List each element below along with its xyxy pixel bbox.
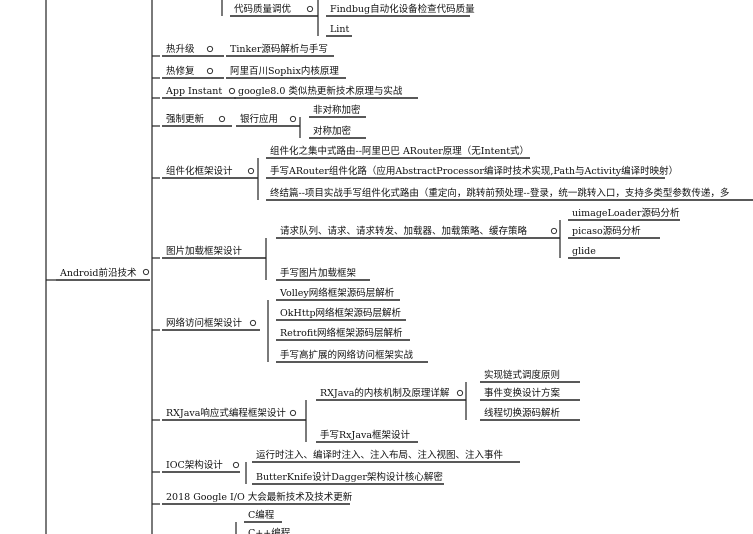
node-arouter-handwrite[interactable]: 手写ARouter组件化路（应用AbstractProcessor编译时技术实现… bbox=[270, 165, 678, 177]
collapse-toggle-icon[interactable] bbox=[247, 167, 255, 175]
collapse-toggle-icon[interactable] bbox=[289, 115, 297, 123]
root-node[interactable]: Android前沿技术 bbox=[59, 267, 137, 279]
collapse-toggle-icon[interactable] bbox=[218, 115, 226, 123]
node-injection[interactable]: 运行时注入、编译时注入、注入布局、注入视图、注入事件 bbox=[256, 449, 504, 461]
branch-image-loading[interactable]: 图片加载框架设计 bbox=[166, 245, 243, 257]
node-picaso[interactable]: picaso源码分析 bbox=[572, 225, 641, 237]
node-rxjava-core[interactable]: RXJava的内核机制及原理详解 bbox=[320, 387, 450, 399]
node-chain-schedule[interactable]: 实现链式调度原则 bbox=[484, 369, 560, 381]
node-request-queue[interactable]: 请求队列、请求、请求转发、加载器、加载策略、缓存策略 bbox=[280, 225, 528, 237]
node-tinker[interactable]: Tinker源码解析与手写 bbox=[230, 43, 328, 55]
code-quality-collapse-icon[interactable] bbox=[306, 5, 314, 13]
node-symmetric[interactable]: 对称加密 bbox=[313, 125, 352, 137]
collapse-toggle-icon[interactable] bbox=[228, 87, 236, 95]
node-glide[interactable]: glide bbox=[572, 246, 596, 257]
node-thread-switch[interactable]: 线程切换源码解析 bbox=[484, 407, 561, 419]
node-arouter-central[interactable]: 组件化之集中式路由--阿里巴巴 ARouter原理（无Intent式） bbox=[270, 145, 529, 157]
collapse-toggle-icon[interactable] bbox=[206, 45, 214, 53]
branch-componentization[interactable]: 组件化框架设计 bbox=[166, 165, 233, 177]
node-retrofit[interactable]: Retrofit网络框架源码层解析 bbox=[280, 327, 403, 339]
collapse-toggle-icon[interactable] bbox=[232, 461, 240, 469]
collapse-toggle-icon[interactable] bbox=[550, 227, 558, 235]
node-okhttp[interactable]: OkHttp网络框架源码层解析 bbox=[280, 307, 402, 319]
branch-network[interactable]: 网络访问框架设计 bbox=[166, 317, 243, 329]
node-handwrite-image[interactable]: 手写图片加载框架 bbox=[280, 267, 357, 279]
node-router-final[interactable]: 终结篇--项目实战手写组件化式路由（重定向，跳转前预处理--登录，统一跳转入口，… bbox=[270, 187, 729, 199]
branch-hot-fix[interactable]: 热修复 bbox=[166, 65, 195, 77]
node-volley[interactable]: Volley网络框架源码层解析 bbox=[279, 287, 395, 299]
node-c-programming[interactable]: C编程 bbox=[248, 509, 275, 521]
branch-ioc[interactable]: IOC架构设计 bbox=[166, 459, 223, 471]
collapse-toggle-icon[interactable] bbox=[206, 67, 214, 75]
node-rxjava-handwrite[interactable]: 手写RxJava框架设计 bbox=[320, 429, 411, 441]
node-google8[interactable]: google8.0 类似热更新技术原理与实战 bbox=[238, 85, 403, 97]
collapse-toggle-icon[interactable] bbox=[289, 409, 297, 417]
node-lint[interactable]: Lint bbox=[330, 24, 349, 35]
branch-force-update[interactable]: 强制更新 bbox=[166, 113, 205, 125]
branch-hot-upgrade[interactable]: 热升级 bbox=[166, 43, 195, 55]
node-findbug[interactable]: Findbug自动化设备检查代码质量 bbox=[330, 3, 475, 15]
root-collapse-icon[interactable] bbox=[142, 268, 150, 276]
node-code-quality[interactable]: 代码质量调优 bbox=[234, 3, 292, 15]
collapse-toggle-icon[interactable] bbox=[249, 319, 257, 327]
node-cpp-programming[interactable]: C++编程 bbox=[248, 527, 291, 534]
node-butterknife[interactable]: ButterKnife设计Dagger架构设计核心解密 bbox=[256, 471, 443, 483]
branch-google-io[interactable]: 2018 Google I/O 大会最新技术及技术更新 bbox=[166, 491, 353, 503]
branch-app-instant[interactable]: App Instant bbox=[165, 86, 222, 97]
branch-rxjava[interactable]: RXJava响应式编程框架设计 bbox=[166, 407, 286, 419]
collapse-toggle-icon[interactable] bbox=[456, 389, 464, 397]
node-sophix[interactable]: 阿里百川Sophix内核原理 bbox=[230, 65, 339, 77]
node-asymmetric[interactable]: 非对称加密 bbox=[313, 104, 361, 116]
node-network-handwrite[interactable]: 手写高扩展的网络访问框架实战 bbox=[280, 349, 414, 361]
node-uimageloader[interactable]: uimageLoader源码分析 bbox=[572, 207, 680, 219]
node-event-transform[interactable]: 事件变换设计方案 bbox=[484, 387, 561, 399]
node-bank-app[interactable]: 银行应用 bbox=[240, 113, 278, 125]
